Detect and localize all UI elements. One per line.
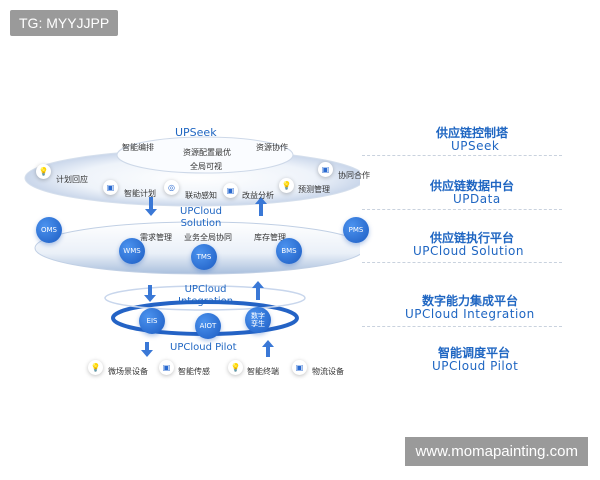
top-inner-ring — [116, 136, 294, 174]
divider — [362, 209, 562, 210]
layer-diagram — [24, 136, 360, 357]
label-smart-terminal: 智能终端 — [247, 367, 279, 376]
label-benefit-analysis: 改益分析 — [242, 191, 274, 200]
arrow-up-2 — [252, 281, 264, 300]
node-eis: EIS — [139, 308, 165, 334]
label-global-visibility: 全局可视 — [190, 162, 222, 171]
label-cooperation: 协同合作 — [338, 171, 370, 180]
label-resource-collab: 资源协作 — [256, 143, 288, 152]
label-forecast-manage: 预测管理 — [298, 185, 330, 194]
tg-badge: TG: MYYJJPP — [10, 10, 119, 36]
arrow-down-1 — [145, 197, 157, 216]
label-linkage-sense: 联动感知 — [185, 191, 217, 200]
arrow-down-3 — [141, 342, 153, 357]
right-label-en-4: UPCloud Pilot — [432, 359, 519, 373]
label-inventory-manage: 库存管理 — [254, 233, 286, 242]
node-wms: WMS — [119, 238, 145, 264]
monitor-icon: ▣ — [318, 162, 333, 177]
logistics-icon: ▣ — [292, 360, 307, 375]
sensor-device-icon: ▣ — [159, 360, 174, 375]
label-smart-sensor: 智能传感 — [178, 367, 210, 376]
node-oms: OMS — [36, 217, 62, 243]
label-demand-manage: 需求管理 — [140, 233, 172, 242]
right-label-cn-3: 数字能力集成平台 — [422, 294, 519, 308]
arrow-down-2 — [144, 285, 156, 302]
node-digital-twin: 数字 孪生 — [245, 307, 271, 333]
label-resource-config: 资源配置最优 — [183, 148, 231, 157]
label-smart-orchestration: 智能编排 — [122, 143, 154, 152]
divider — [362, 326, 562, 327]
divider — [362, 155, 562, 156]
right-label-en-1: UPData — [453, 192, 501, 206]
terminal-icon: 💡 — [228, 360, 243, 375]
node-aiot: AIOT — [195, 313, 221, 339]
forecast-icon: 💡 — [279, 178, 294, 193]
watermark: www.momapainting.com — [405, 437, 588, 466]
integration-title-line2: Integration — [178, 296, 234, 307]
right-label-en-2: UPCloud Solution — [413, 244, 524, 258]
sensor-icon: ◎ — [164, 180, 179, 195]
node-bms: BMS — [276, 238, 302, 264]
arrow-up-3 — [262, 340, 274, 357]
node-pms: PMS — [343, 217, 369, 243]
label-micro-scene: 微场景设备 — [108, 367, 148, 376]
upcloud-solution-title: UPCloud Solution — [180, 206, 222, 230]
right-label-cn-4: 智能调度平台 — [438, 346, 511, 360]
bulb-icon: 💡 — [36, 164, 51, 179]
solution-title-line1: UPCloud — [180, 206, 222, 217]
solution-title-line2: Solution — [180, 218, 222, 229]
node-tms: TMS — [191, 244, 217, 270]
device-icon: ▣ — [223, 183, 238, 198]
right-label-cn-0: 供应链控制塔 — [436, 126, 509, 140]
label-business-collab: 业务全局协同 — [184, 233, 232, 242]
right-label-cn-1: 供应链数据中台 — [430, 179, 515, 193]
upcloud-integration-title: UPCloud Integration — [178, 284, 233, 308]
divider — [362, 262, 562, 263]
micro-scene-icon: 💡 — [88, 360, 103, 375]
right-label-cn-2: 供应链执行平台 — [430, 231, 515, 245]
right-label-en-3: UPCloud Integration — [405, 307, 535, 321]
label-plan-response: 计划回应 — [56, 175, 88, 184]
screen-icon: ▣ — [103, 180, 118, 195]
upcloud-pilot-title: UPCloud Pilot — [170, 342, 237, 353]
integration-title-line1: UPCloud — [184, 284, 227, 295]
label-smart-plan: 智能计划 — [124, 189, 156, 198]
integration-ring-shadow — [104, 285, 306, 311]
right-label-en-0: UPSeek — [451, 139, 500, 153]
label-logistics-device: 物流设备 — [312, 367, 344, 376]
upseek-title: UPSeek — [175, 126, 217, 139]
arrow-up-1 — [255, 197, 267, 216]
